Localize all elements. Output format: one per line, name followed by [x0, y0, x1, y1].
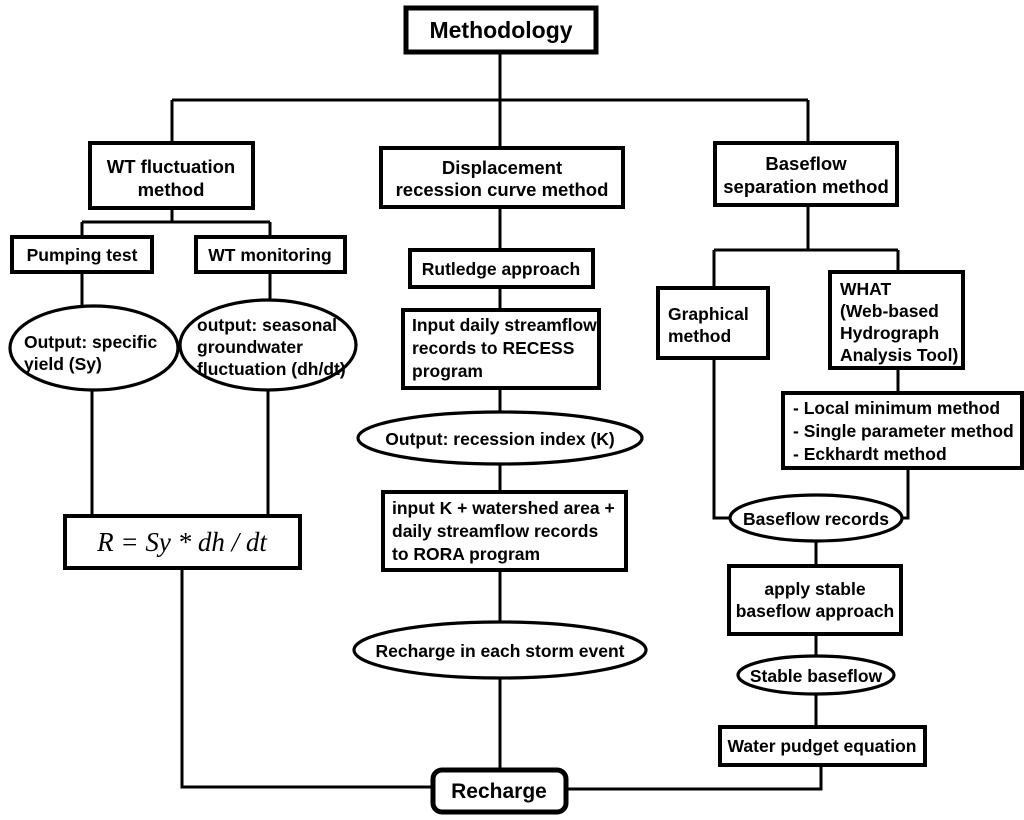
wt-monitoring-box[interactable]: [194, 235, 347, 274]
node-rutledge-approach[interactable]: Rutledge approach: [408, 248, 595, 289]
node-baseflow-separation-method[interactable]: Baseflow separation method: [713, 141, 899, 207]
graphical-method-line2: method: [668, 326, 731, 346]
node-stable-baseflow[interactable]: Stable baseflow: [736, 654, 896, 696]
wt-fluctuation-label-line1: WT fluctuation: [107, 156, 235, 177]
recharge-label: Recharge: [451, 780, 547, 803]
output-specific-yield-ellipse[interactable]: [8, 304, 180, 392]
what-tool-line1: WHAT: [840, 279, 891, 299]
connector-graphical-to-records: [712, 358, 748, 520]
input-rora-line2: daily streamflow records: [392, 521, 598, 541]
node-graphical-method[interactable]: Graphical method: [656, 286, 770, 360]
what-methods-box[interactable]: [781, 391, 1024, 470]
node-apply-stable-baseflow[interactable]: apply stable baseflow approach: [727, 564, 903, 636]
input-rora-box[interactable]: [381, 490, 628, 572]
output-specific-yield-line1: Output: specific: [24, 332, 157, 352]
recharge-storm-event-ellipse[interactable]: [352, 620, 648, 680]
what-method-item-1: - Single parameter method: [793, 421, 1014, 441]
apply-stable-baseflow-box[interactable]: [727, 564, 903, 636]
what-tool-line4: Analysis Tool): [840, 345, 958, 365]
graphical-method-line1: Graphical: [668, 304, 749, 324]
methodology-label: Methodology: [429, 17, 572, 43]
rutledge-approach-label: Rutledge approach: [422, 259, 581, 279]
what-tool-line2: (Web-based: [840, 301, 939, 321]
output-seasonal-line1: output: seasonal: [197, 315, 337, 335]
pumping-test-box[interactable]: [10, 235, 154, 274]
water-budget-equation-box[interactable]: [718, 725, 927, 767]
stable-baseflow-ellipse[interactable]: [736, 654, 896, 696]
node-recharge[interactable]: Recharge: [430, 767, 569, 815]
wt-monitoring-label: WT monitoring: [208, 245, 331, 265]
baseflow-separation-line2: separation method: [723, 176, 889, 197]
input-recess-line2: records to RECESS: [412, 338, 574, 358]
wt-fluctuation-label-line2: method: [138, 179, 205, 200]
recharge-storm-event-label: Recharge in each storm event: [376, 641, 625, 661]
apply-stable-line1: apply stable: [764, 579, 865, 599]
node-recharge-storm-event[interactable]: Recharge in each storm event: [352, 620, 648, 680]
node-displacement-recession-curve-method[interactable]: Displacement recession curve method: [379, 146, 625, 209]
wt-fluctuation-box[interactable]: [88, 141, 255, 210]
displacement-box[interactable]: [379, 146, 625, 209]
node-wt-fluctuation-method[interactable]: WT fluctuation method: [88, 141, 255, 210]
recharge-box[interactable]: [430, 767, 569, 815]
pumping-test-label: Pumping test: [27, 245, 138, 265]
baseflow-records-ellipse[interactable]: [728, 493, 904, 543]
rutledge-approach-box[interactable]: [408, 248, 595, 289]
output-recession-index-label: Output: recession index (K): [385, 429, 614, 449]
baseflow-separation-line1: Baseflow: [765, 153, 847, 174]
node-input-rora[interactable]: input K + watershed area + daily streamf…: [381, 490, 628, 572]
what-method-item-0: - Local minimum method: [793, 398, 1000, 418]
input-rora-line3: to RORA program: [392, 544, 540, 564]
output-seasonal-line3: fluctuation (dh/dt): [197, 359, 346, 379]
displacement-label-line1: Displacement: [442, 157, 562, 178]
output-seasonal-fluctuation-ellipse[interactable]: [178, 298, 358, 392]
node-input-recess[interactable]: Input daily streamflow records to RECESS…: [401, 308, 601, 390]
node-baseflow-records[interactable]: Baseflow records: [728, 493, 904, 543]
stable-baseflow-label: Stable baseflow: [750, 666, 883, 686]
node-output-recession-index[interactable]: Output: recession index (K): [356, 410, 644, 466]
methodology-box[interactable]: [403, 5, 599, 55]
graphical-method-box[interactable]: [656, 286, 770, 360]
baseflow-records-label: Baseflow records: [743, 509, 889, 529]
node-pumping-test[interactable]: Pumping test: [10, 235, 154, 274]
output-specific-yield-line2: yield (Sy): [24, 354, 102, 374]
recharge-equation-label: R = Sy * dh / dt: [96, 527, 268, 557]
output-seasonal-line2: groundwater: [197, 337, 303, 357]
water-budget-equation-label: Water pudget equation: [728, 736, 917, 756]
output-recession-index-ellipse[interactable]: [356, 410, 644, 466]
baseflow-separation-box[interactable]: [713, 141, 899, 207]
input-rora-line1: input K + watershed area +: [392, 498, 615, 518]
connector-equation-to-recharge: [180, 568, 433, 789]
apply-stable-line2: baseflow approach: [736, 601, 895, 621]
what-tool-line3: Hydrograph: [840, 323, 939, 343]
node-wt-monitoring[interactable]: WT monitoring: [194, 235, 347, 274]
node-water-budget-equation[interactable]: Water pudget equation: [718, 725, 927, 767]
displacement-label-line2: recession curve method: [396, 179, 609, 200]
connector-budget-to-recharge: [566, 765, 823, 791]
input-recess-box[interactable]: [401, 308, 601, 390]
what-tool-box[interactable]: [828, 270, 965, 370]
input-recess-line3: program: [412, 361, 483, 381]
node-recharge-equation[interactable]: R = Sy * dh / dt: [63, 514, 302, 570]
node-output-specific-yield[interactable]: Output: specific yield (Sy): [8, 304, 180, 392]
connectors: [80, 52, 910, 791]
input-recess-line1: Input daily streamflow: [412, 315, 597, 335]
node-output-seasonal-fluctuation[interactable]: output: seasonal groundwater fluctuation…: [178, 298, 358, 392]
node-methodology[interactable]: Methodology: [403, 5, 599, 55]
recharge-equation-box[interactable]: [63, 514, 302, 570]
what-method-item-2: - Eckhardt method: [793, 444, 947, 464]
node-what-tool[interactable]: WHAT (Web-based Hydrograph Analysis Tool…: [828, 270, 965, 370]
node-what-methods-list[interactable]: - Local minimum method - Single paramete…: [781, 391, 1024, 470]
